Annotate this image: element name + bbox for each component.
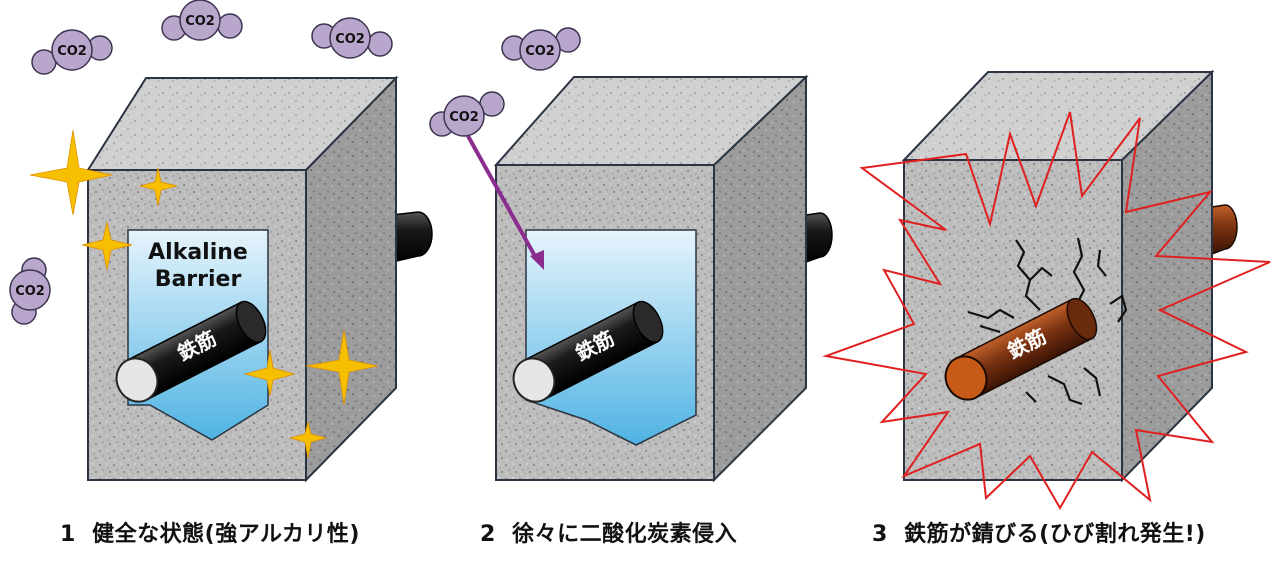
co2-molecule-1: CO2 [31,29,113,75]
sparkle-icon [29,129,379,459]
stage-3-caption: 3 鉄筋が錆びる(ひび割れ発生!) [872,516,1206,548]
stage-1-number: 1 [60,522,76,547]
stage-3-caption-text: 鉄筋が錆びる(ひび割れ発生!) [904,522,1206,547]
barrier-label-line2: Barrier [155,267,242,292]
stage-2-caption-text: 徐々に二酸化炭素侵入 [512,522,738,547]
crack-burst-outline [822,111,1271,511]
rebar-2 [512,300,664,403]
stage-1-caption-text: 健全な状態(強アルカリ性) [92,522,360,547]
stage-2-number: 2 [480,522,496,547]
svg-text:CO2: CO2 [15,284,45,299]
stage-2-caption: 2 徐々に二酸化炭素侵入 [480,516,737,548]
svg-text:CO2: CO2 [335,32,365,47]
crack-lines [967,237,1128,406]
co2-intrusion-arrow [466,135,544,270]
stage-3-panel: 鉄筋 [822,69,1271,511]
svg-text:CO2: CO2 [185,14,215,29]
barrier-label-line1: Alkaline [148,240,248,265]
co2-molecule-2: CO2 [161,0,243,41]
stage-1-panel: Alkaline Barrier 鉄筋 [29,75,433,483]
stage-2-panel: 鉄筋 [466,74,833,483]
rebar-3-rusted [944,297,1098,401]
rebar-stub-back-3 [1211,204,1238,256]
stage-3-number: 3 [872,522,888,547]
co2-molecules: CO2 CO2 CO2 CO2 CO2 [9,0,581,325]
co2-molecule-3: CO2 [311,17,393,59]
svg-text:CO2: CO2 [525,44,555,59]
rebar-stub-back-2 [805,212,833,264]
svg-text:CO2: CO2 [449,110,479,125]
co2-molecule-4: CO2 [9,257,51,325]
svg-text:CO2: CO2 [57,44,87,59]
co2-molecule-5: CO2 [501,27,581,71]
stage-1-caption: 1 健全な状態(強アルカリ性) [60,516,360,548]
rebar-stub-back-1 [391,211,433,263]
rebar-1 [115,300,267,403]
co2-molecule-6: CO2 [429,91,505,137]
